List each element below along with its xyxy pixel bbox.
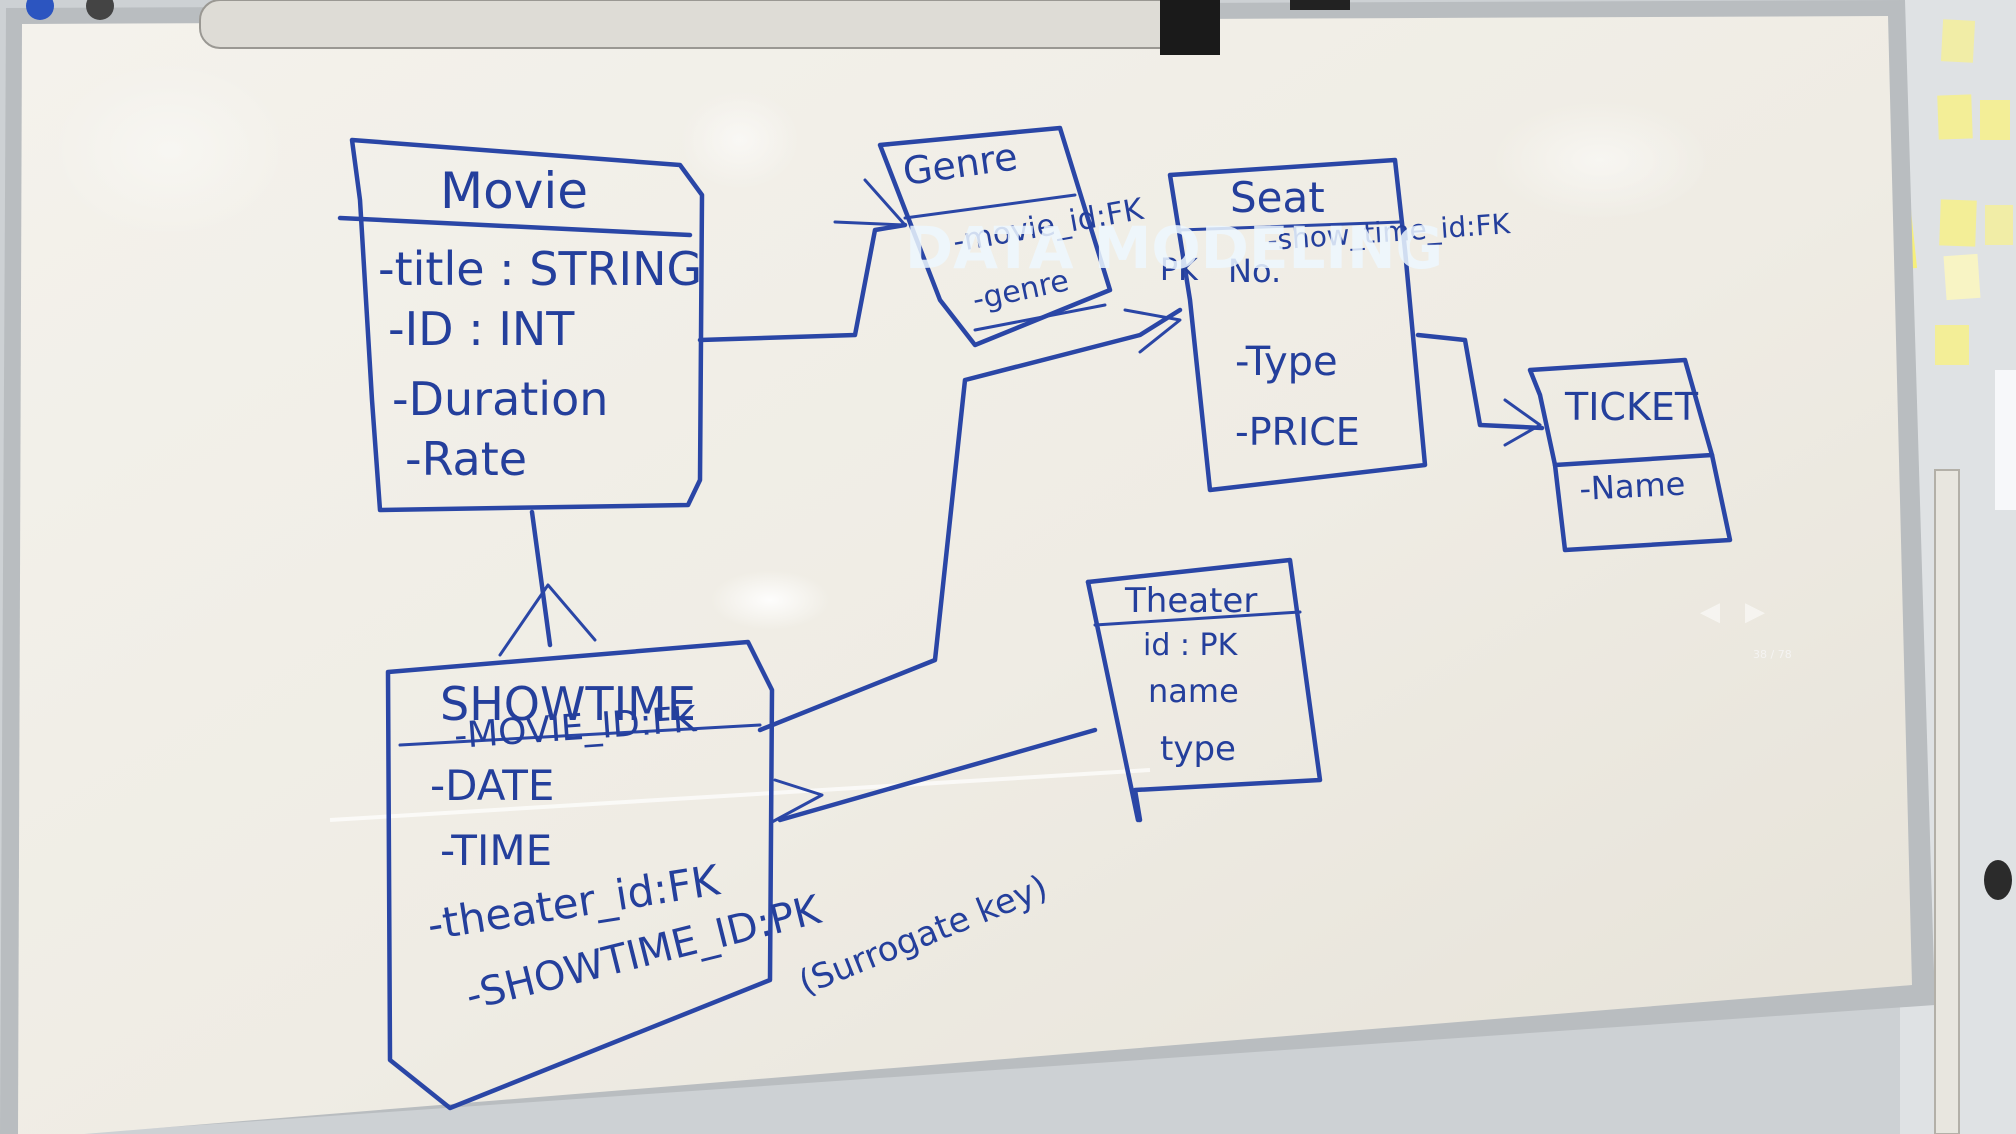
projected-title: DATA MODELING	[905, 214, 1443, 282]
theater-field: type	[1160, 729, 1236, 769]
theater-title: Theater	[1124, 581, 1257, 621]
showtime-field: -DATE	[430, 761, 554, 810]
showtime-field: -TIME	[440, 826, 552, 875]
stand-knob	[1984, 860, 2012, 900]
relationship-lines	[498, 178, 1545, 824]
board-clip	[1290, 0, 1350, 10]
showtime-title: SHOWTIME	[440, 677, 696, 731]
movie-field: -Rate	[405, 432, 527, 486]
movie-field: -Duration	[392, 372, 608, 426]
seat-entity: Seat -show_time_id:FK PK No. -Type -PRIC…	[1160, 157, 1512, 493]
tray-end-cap	[1160, 0, 1220, 55]
theater-field: name	[1148, 672, 1239, 710]
ticket-field: -Name	[1578, 464, 1686, 507]
seat-key-label: PK	[1160, 253, 1199, 288]
blue-marker-icon	[26, 0, 54, 20]
projected-prev-arrow-icon: ◀	[1700, 597, 1720, 627]
marker-tray	[199, 0, 1201, 49]
theater-field: id : PK	[1143, 628, 1239, 663]
board-stand	[1934, 469, 1960, 1134]
seat-title: Seat	[1230, 173, 1325, 222]
theater-entity: Theater id : PK name type	[1085, 557, 1323, 823]
board-surface	[18, 16, 1912, 1134]
seat-field: -Type	[1235, 339, 1338, 385]
movie-entity: Movie -title : STRING -ID : INT -Duratio…	[337, 137, 705, 513]
projected-slide-counter: 38 / 78	[1753, 648, 1792, 661]
seat-field: No.	[1228, 252, 1281, 290]
movie-title: Movie	[440, 162, 588, 220]
seat-field: -PRICE	[1235, 410, 1360, 454]
black-marker-icon	[86, 0, 114, 20]
ticket-title: TICKET	[1564, 385, 1699, 429]
movie-field: -title : STRING	[378, 242, 702, 296]
light-glare	[50, 60, 1710, 822]
movie-field: -ID : INT	[388, 302, 575, 356]
projected-next-arrow-icon: ▶	[1745, 597, 1765, 627]
ticket-entity: TICKET -Name	[1527, 357, 1733, 553]
